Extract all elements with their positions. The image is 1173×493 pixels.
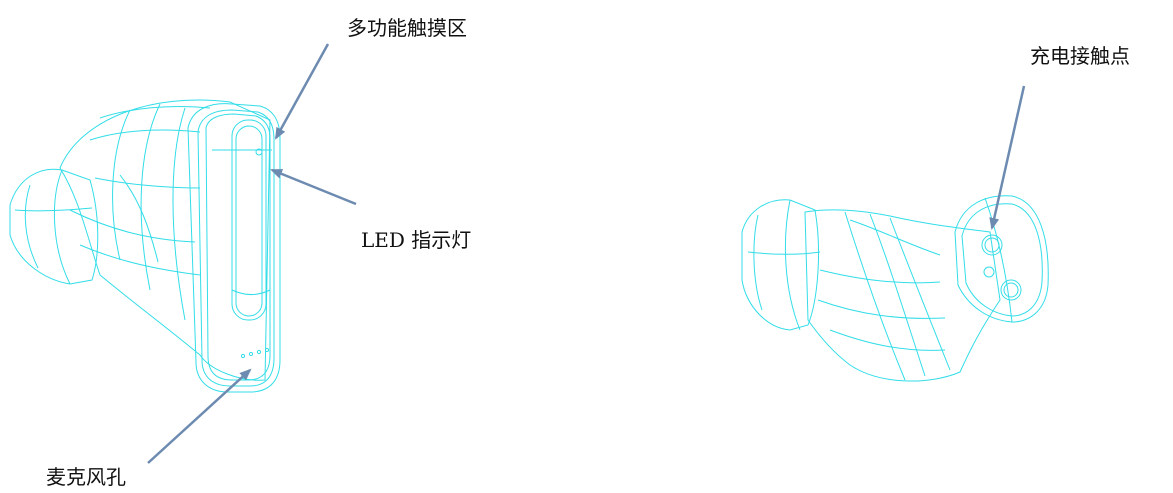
arrow-touch-area — [274, 43, 330, 140]
led-indicator-label: LED 指示灯 — [361, 228, 472, 252]
charging-contacts-label: 充电接触点 — [1030, 44, 1130, 68]
arrow-led-indicator — [270, 168, 357, 206]
touch-area-label: 多功能触摸区 — [347, 16, 467, 40]
arrow-charging-contacts — [989, 85, 1026, 230]
earbud-back-view — [741, 195, 1049, 382]
leader-arrows — [147, 43, 1026, 464]
earbud-front-view — [9, 99, 281, 393]
mic-hole-label: 麦克风孔 — [46, 465, 126, 489]
arrow-mic-hole — [147, 368, 252, 464]
